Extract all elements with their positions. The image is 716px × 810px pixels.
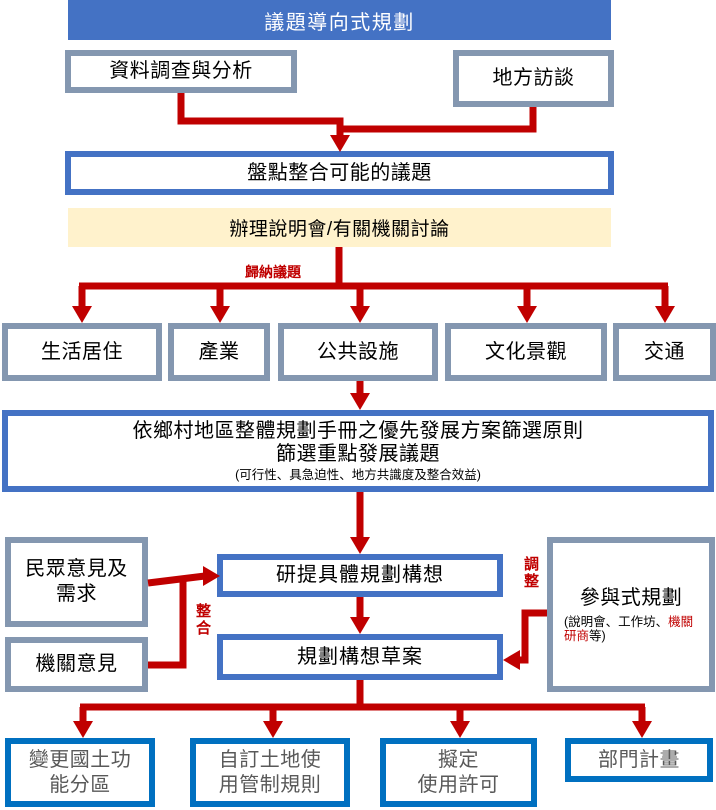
issue-box-transport: 交通 — [613, 323, 716, 381]
connector-participatory — [518, 609, 547, 664]
local-interview-box: 地方訪談 — [453, 50, 614, 107]
data-survey-label: 資料調查與分析 — [109, 60, 253, 82]
output-label-line1: 變更國土功 — [28, 748, 132, 771]
connector-local-interview — [343, 107, 537, 133]
output-box-zoning-change: 變更國土功 能分區 — [5, 738, 155, 807]
arrowhead-to-issue-0 — [72, 306, 92, 323]
inventory-box: 盤點整合可能的議題 — [65, 151, 614, 195]
issue-label: 生活居住 — [41, 340, 123, 363]
issue-box-culture-landscape: 文化景觀 — [445, 323, 607, 381]
arrowhead-adjust-to-draft — [503, 650, 520, 670]
issue-box-industry: 產業 — [168, 323, 270, 381]
note-prefix: (說明會、工作坊、 — [564, 615, 669, 629]
public-opinion-label-line2: 需求 — [56, 583, 97, 605]
agency-opinion-label: 機關意見 — [35, 653, 118, 675]
arrowhead-to-output-1 — [263, 721, 283, 738]
output-label-line1: 部門計畫 — [598, 748, 680, 771]
output-label-line2: 能分區 — [49, 773, 111, 796]
issue-label: 交通 — [644, 340, 685, 363]
arrowhead-to-concept — [350, 537, 370, 554]
output-label-line2: 用管制規則 — [218, 773, 322, 796]
output-box-land-use-rules: 自訂土地使 用管制規則 — [190, 738, 350, 807]
note-highlight: 機關研商 — [564, 615, 694, 643]
screening-criteria-note: (可行性、具急迫性、地方共識度及整合效益) — [235, 468, 481, 482]
output-box-sector-plan: 部門計畫 — [565, 738, 713, 782]
output-label-line1: 自訂土地使 — [218, 748, 322, 771]
meeting-box: 辦理說明會/有關機關討論 — [68, 208, 611, 247]
public-opinion-box: 民眾意見及 需求 — [5, 537, 148, 627]
output-label-line1: 擬定 — [438, 748, 479, 771]
issue-box-living: 生活居住 — [2, 323, 162, 381]
connector-public-opinion — [147, 572, 206, 587]
arrowhead-to-output-3 — [632, 721, 652, 738]
screening-principle-text: 依鄉村地區整體規劃手冊之優先發展方案篩選原則 — [132, 420, 584, 442]
issue-label: 公共設施 — [317, 340, 399, 363]
arrowhead-to-draft — [350, 617, 370, 634]
output-label-line2: 使用許可 — [417, 773, 500, 796]
issue-label: 文化景觀 — [485, 340, 567, 363]
draft-box: 規劃構想草案 — [217, 634, 503, 680]
public-opinion-label-line1: 民眾意見及 — [25, 558, 128, 580]
participatory-planning-note: (說明會、工作坊、機關研商等) — [564, 615, 698, 643]
summarize-issues-label: 歸納議題 — [245, 264, 301, 280]
meeting-label: 辦理說明會/有關機關討論 — [229, 219, 450, 240]
arrowhead-to-issue-1 — [210, 306, 230, 323]
participatory-planning-title: 參與式規劃 — [579, 587, 683, 609]
concept-box: 研提具體規劃構想 — [217, 554, 503, 597]
connector-agency-opinion — [148, 578, 187, 669]
screening-key-issues-text: 篩選重點發展議題 — [276, 443, 440, 465]
participatory-planning-box: 參與式規劃 (說明會、工作坊、機關研商等) — [547, 537, 715, 692]
connector-data-survey — [177, 93, 344, 137]
output-box-use-permit: 擬定 使用許可 — [380, 738, 537, 807]
arrowhead-to-output-0 — [73, 721, 93, 738]
screening-box: 依鄉村地區整體規劃手冊之優先發展方案篩選原則 篩選重點發展議題 (可行性、具急迫… — [2, 410, 714, 492]
issue-box-public-facilities: 公共設施 — [278, 323, 438, 381]
local-interview-label: 地方訪談 — [492, 67, 575, 89]
draft-label: 規劃構想草案 — [297, 645, 423, 668]
arrowhead-to-screening — [350, 393, 370, 410]
issue-label: 產業 — [198, 340, 240, 363]
note-suffix: 等) — [589, 629, 606, 643]
adjust-label: 調整 — [522, 556, 539, 590]
data-survey-box: 資料調查與分析 — [65, 50, 297, 93]
concept-label: 研提具體規劃構想 — [276, 564, 444, 586]
agency-opinion-box: 機關意見 — [5, 637, 148, 692]
arrowhead-to-output-2 — [450, 721, 470, 738]
arrowhead-to-issue-2 — [350, 306, 370, 323]
inventory-label: 盤點整合可能的議題 — [247, 161, 432, 184]
integrate-label: 整合 — [194, 603, 211, 637]
flowchart-title: 議題導向式規劃 — [68, 0, 611, 40]
arrowhead-to-issue-3 — [517, 306, 537, 323]
arrowhead-to-issue-4 — [655, 306, 675, 323]
arrowhead-to-inventory — [330, 135, 350, 152]
